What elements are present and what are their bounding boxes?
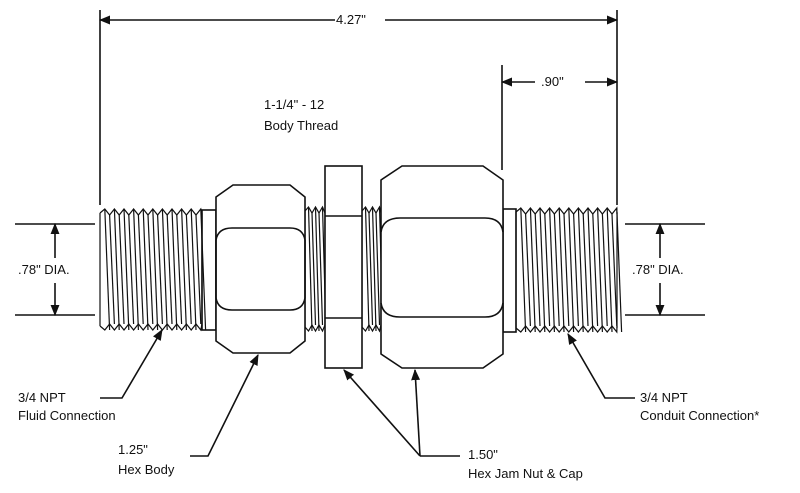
fluid-size: 3/4 NPT	[18, 390, 66, 405]
overall-dimension	[98, 10, 619, 205]
left-diameter-dimension	[15, 222, 95, 317]
hex-body	[215, 184, 306, 354]
leader-conduit	[567, 333, 635, 399]
hex-jam-nut	[324, 165, 363, 369]
conduit-length-label: .90"	[541, 74, 564, 89]
left-collar	[201, 209, 217, 331]
leader-hex-body	[190, 353, 259, 457]
hex-body-size: 1.25"	[118, 442, 148, 457]
right-diameter-dimension	[625, 222, 705, 317]
hex-body-label: Hex Body	[118, 462, 175, 477]
body-thread-size: 1-1/4" - 12	[264, 97, 325, 112]
left-diameter-label: .78" DIA.	[18, 262, 70, 277]
body-thread-left	[304, 205, 327, 333]
body-thread-label: Body Thread	[264, 118, 339, 133]
conduit-thread	[515, 206, 623, 334]
fluid-thread	[99, 207, 207, 332]
hex-cap	[380, 165, 504, 369]
fluid-label: Fluid Connection	[18, 408, 116, 423]
jam-nut-label: Hex Jam Nut & Cap	[468, 466, 583, 481]
overall-length-label: 4.27"	[336, 12, 366, 27]
conduit-label: Conduit Connection*	[640, 408, 760, 423]
body-thread-right	[361, 205, 384, 333]
conduit-length-dimension	[500, 65, 619, 170]
leader-jam-nut	[343, 368, 460, 457]
leader-fluid	[100, 329, 163, 399]
right-collar	[502, 208, 517, 333]
jam-nut-size: 1.50"	[468, 447, 498, 462]
right-diameter-label: .78" DIA.	[632, 262, 684, 277]
conduit-size: 3/4 NPT	[640, 390, 688, 405]
